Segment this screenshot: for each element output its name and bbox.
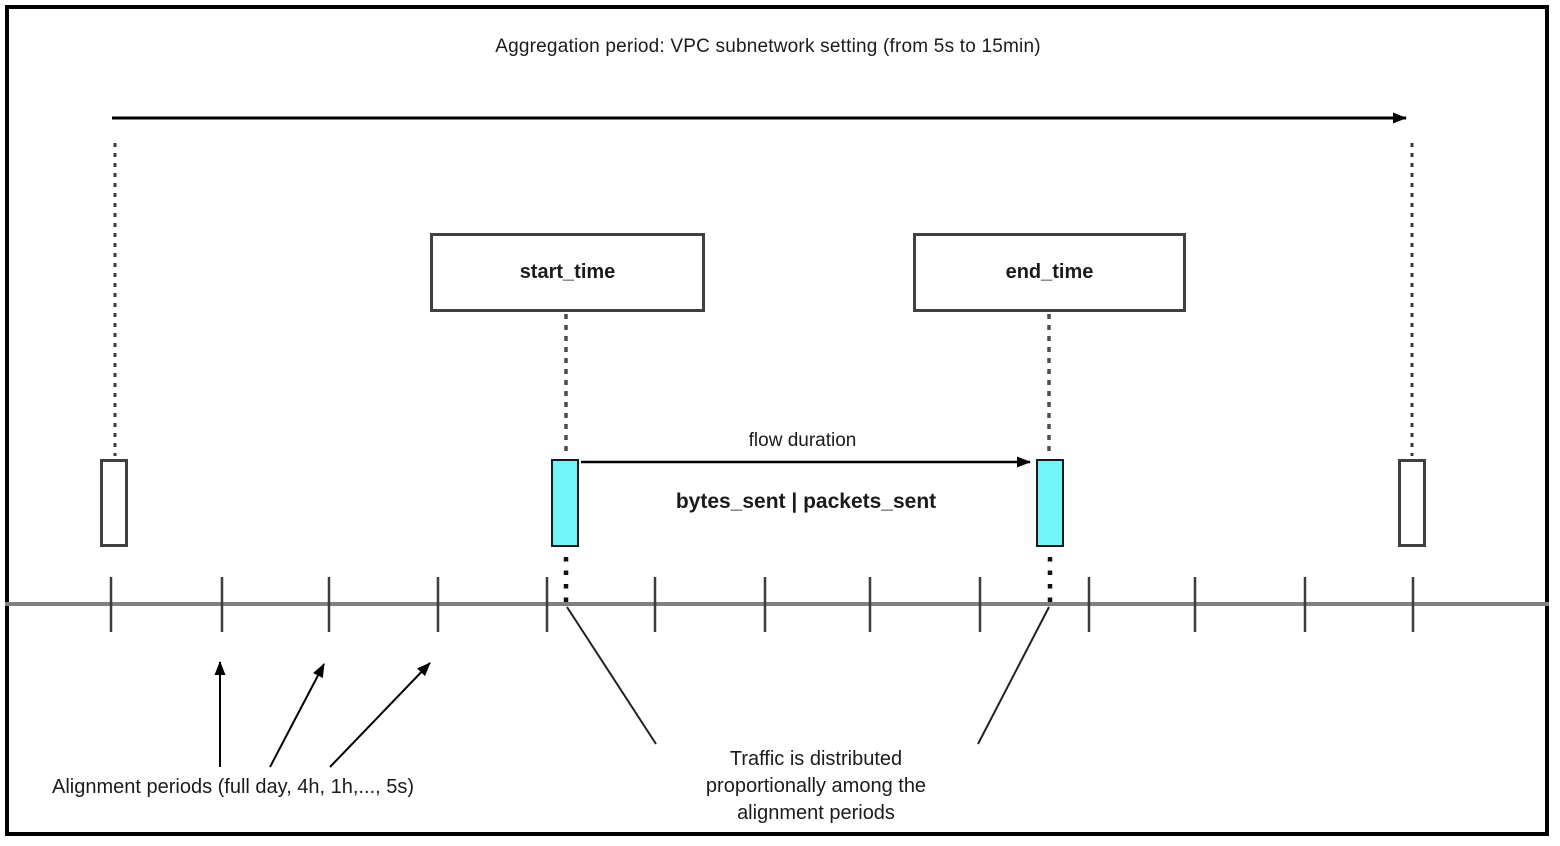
alignment-periods-label: Alignment periods (full day, 4h, 1h,...,… — [52, 776, 415, 798]
right-boundary-interval-marker — [1398, 459, 1426, 547]
end-traffic-leader-line — [977, 606, 1050, 745]
end-time-label: end_time — [1005, 261, 1094, 283]
diagram-frame — [5, 5, 1549, 836]
end-time-box: end_time — [913, 233, 1186, 312]
alignment-arrow-1h — [329, 662, 431, 768]
start-traffic-leader-line — [566, 606, 657, 745]
start-time-label: start_time — [519, 261, 616, 283]
flow-end-interval-marker — [1036, 459, 1064, 547]
alignment-arrow-4h — [269, 663, 325, 768]
flow-duration-label: flow duration — [748, 430, 857, 451]
metrics-label: bytes_sent | packets_sent — [675, 490, 937, 513]
timeline-ticks — [109, 577, 1415, 632]
traffic-distribution-note: Traffic is distributed proportionally am… — [705, 748, 927, 824]
diagram-title: Aggregation period: VPC subnetwork setti… — [495, 36, 1041, 57]
left-boundary-interval-marker — [100, 459, 128, 547]
flow-start-interval-marker — [551, 459, 579, 547]
start-time-box: start_time — [430, 233, 705, 312]
